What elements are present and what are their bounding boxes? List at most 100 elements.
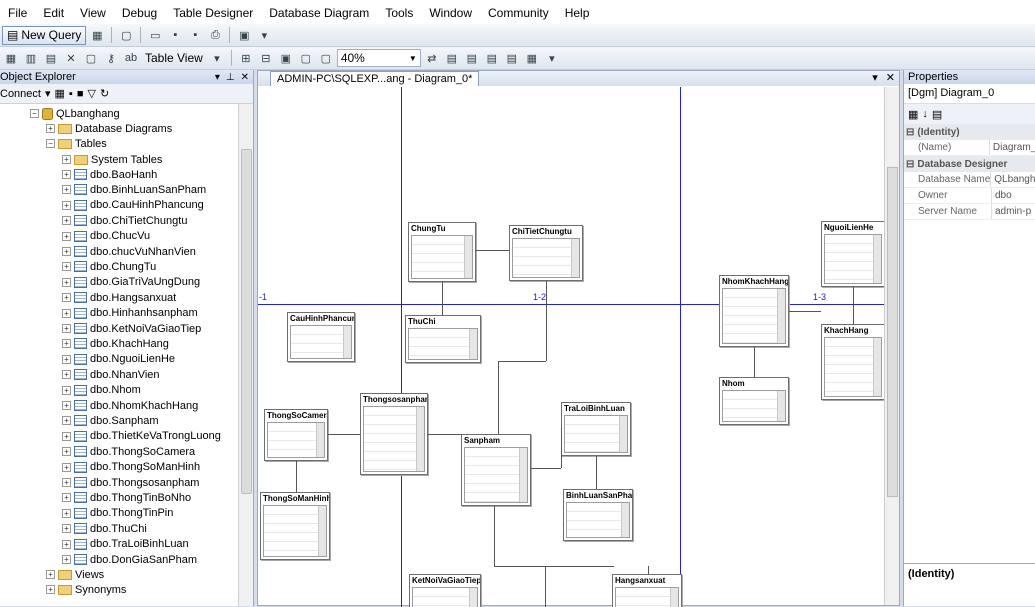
scrollbar[interactable] bbox=[670, 588, 678, 607]
open-folder-icon[interactable]: ▭ bbox=[150, 29, 161, 42]
tree-node-table[interactable]: +dbo.CauHinhPhancung bbox=[62, 198, 204, 213]
expand-icon[interactable]: + bbox=[46, 124, 55, 133]
tree-node-table[interactable]: +dbo.BaoHanh bbox=[62, 167, 157, 182]
diagram-table-columns[interactable] bbox=[615, 587, 679, 607]
property-row[interactable]: (Name)Diagram_ bbox=[904, 140, 1035, 156]
menu-tools[interactable]: Tools bbox=[385, 6, 414, 20]
tree-node-table[interactable]: +dbo.KhachHang bbox=[62, 336, 169, 351]
new-file-icon[interactable]: ▢ bbox=[121, 29, 132, 42]
scrollbar-thumb[interactable] bbox=[241, 149, 252, 494]
menu-window[interactable]: Window bbox=[429, 6, 473, 20]
property-category[interactable]: ⊟Database Designer bbox=[904, 156, 1035, 172]
tree-node-table[interactable]: +dbo.ThietKeVaTrongLuong bbox=[62, 429, 221, 444]
tree-node-table[interactable]: +dbo.DonGiaSanPham bbox=[62, 552, 197, 567]
expand-icon[interactable]: + bbox=[62, 262, 71, 272]
generate-script-icon[interactable]: ▦ bbox=[526, 52, 538, 65]
scrollbar-thumb[interactable] bbox=[887, 167, 898, 497]
tree-node-database-diagrams[interactable]: + Database Diagrams bbox=[46, 121, 172, 136]
diagram-table[interactable]: NhomKhachHang bbox=[719, 275, 789, 347]
expand-icon[interactable]: + bbox=[62, 508, 71, 518]
stop-icon[interactable]: ■ bbox=[76, 87, 84, 100]
expand-icon[interactable]: + bbox=[62, 216, 71, 226]
tree-node-views[interactable]: + Views bbox=[46, 567, 104, 582]
add-related-tables-icon[interactable]: ▤ bbox=[45, 52, 57, 65]
chevron-down-icon[interactable]: ▾ bbox=[44, 88, 51, 100]
diagram-table-columns[interactable] bbox=[411, 235, 473, 279]
print-icon[interactable]: ⎙ bbox=[210, 28, 220, 41]
disconnect-icon[interactable]: ▪ bbox=[68, 87, 73, 100]
toolbar-overflow-icon[interactable]: ▾ bbox=[261, 29, 268, 42]
recalculate-page-breaks-icon[interactable]: ▣ bbox=[280, 52, 292, 65]
diagram-table-columns[interactable] bbox=[363, 406, 425, 472]
new-query-button[interactable]: ▤New Query bbox=[2, 25, 87, 45]
pin-icon[interactable]: ⊥ bbox=[225, 71, 235, 83]
scrollbar[interactable] bbox=[621, 503, 629, 537]
diagram-table[interactable]: NguoiLienHe bbox=[821, 221, 884, 287]
diagram-table-columns[interactable] bbox=[564, 415, 628, 453]
menu-view[interactable]: View bbox=[80, 6, 106, 20]
expand-icon[interactable]: + bbox=[62, 277, 71, 287]
diagram-table[interactable]: BinhLuanSanPham bbox=[563, 489, 633, 541]
diagram-table-columns[interactable] bbox=[412, 587, 478, 607]
tree-node-table[interactable]: +dbo.Sanpham bbox=[62, 413, 159, 428]
relationship-line[interactable] bbox=[531, 468, 561, 469]
expand-icon[interactable]: + bbox=[62, 555, 71, 564]
scrollbar[interactable] bbox=[619, 416, 627, 452]
manage-check-constraints-icon[interactable]: ▤ bbox=[506, 52, 518, 65]
connect-button[interactable]: Connect bbox=[0, 87, 41, 100]
tree-node-table[interactable]: +dbo.Hinhanhsanpham bbox=[62, 306, 198, 321]
relationship-line[interactable] bbox=[498, 361, 546, 362]
primary-key-icon[interactable]: ⚷ bbox=[106, 52, 116, 65]
property-value[interactable]: QLbangh bbox=[994, 174, 1035, 185]
relationship-line[interactable] bbox=[648, 566, 649, 574]
expand-icon[interactable]: + bbox=[62, 324, 71, 333]
diagram-table[interactable]: ThuChi bbox=[405, 315, 481, 363]
diagram-table-columns[interactable] bbox=[824, 234, 882, 284]
categorized-icon[interactable]: ▦ bbox=[908, 108, 919, 121]
scrollbar[interactable] bbox=[343, 326, 351, 358]
diagram-table[interactable]: KetNoiVaGiaoTiep bbox=[409, 574, 481, 607]
arrange-tables-icon[interactable]: ⊞ bbox=[241, 52, 251, 65]
diagram-table[interactable]: ThongSoManHinh bbox=[260, 492, 330, 560]
relationship-line[interactable] bbox=[494, 506, 495, 566]
expand-icon[interactable]: + bbox=[62, 354, 71, 364]
relationship-line[interactable] bbox=[498, 361, 499, 434]
relationship-line[interactable] bbox=[596, 456, 597, 489]
relationships-icon[interactable]: ⇄ bbox=[427, 52, 437, 65]
diagram-table[interactable]: ChungTu bbox=[408, 222, 476, 282]
scrollbar[interactable] bbox=[464, 236, 472, 278]
tree-node-table[interactable]: +dbo.BinhLuanSanPham bbox=[62, 182, 206, 197]
tree-node-database[interactable]: − QLbanghang bbox=[30, 106, 120, 121]
expand-icon[interactable]: + bbox=[46, 570, 55, 579]
tree-node-table[interactable]: +dbo.KetNoiVaGiaoTiep bbox=[62, 321, 201, 336]
scrollbar[interactable] bbox=[519, 448, 527, 502]
chevron-down-icon[interactable]: ▾ bbox=[872, 72, 878, 84]
scrollbar[interactable] bbox=[873, 338, 881, 396]
expand-icon[interactable]: + bbox=[62, 401, 71, 410]
scrollbar[interactable] bbox=[777, 289, 785, 343]
expand-icon[interactable]: + bbox=[62, 493, 71, 503]
tree-node-table[interactable]: +dbo.ChucVu bbox=[62, 229, 150, 244]
diagram-table-columns[interactable] bbox=[290, 325, 352, 359]
property-category[interactable]: ⊟(Identity) bbox=[904, 124, 1035, 140]
diagram-table-columns[interactable] bbox=[824, 337, 882, 397]
property-pages-icon[interactable]: ▤ bbox=[931, 108, 943, 121]
tree-node-table[interactable]: +dbo.GiaTriVaUngDung bbox=[62, 275, 200, 290]
manage-fulltext-icon[interactable]: ▤ bbox=[466, 52, 478, 65]
scrollbar[interactable] bbox=[469, 329, 477, 359]
expand-icon[interactable]: + bbox=[62, 339, 71, 349]
tree-node-table[interactable]: +dbo.ThongSoCamera bbox=[62, 444, 195, 459]
alphabetical-icon[interactable]: ↓ bbox=[922, 108, 928, 120]
tree-node-table[interactable]: +dbo.ThongSoManHinh bbox=[62, 460, 200, 475]
relationship-line[interactable] bbox=[428, 434, 461, 435]
tree-node-table[interactable]: +dbo.TraLoiBinhLuan bbox=[62, 537, 189, 552]
collapse-icon[interactable]: ⊟ bbox=[906, 126, 915, 138]
scrollbar[interactable] bbox=[316, 423, 324, 457]
diagram-table[interactable]: KhachHang bbox=[821, 324, 884, 400]
close-icon[interactable]: ✕ bbox=[885, 72, 895, 84]
relationship-line[interactable] bbox=[442, 282, 443, 315]
diagram-table[interactable]: Nhom bbox=[719, 377, 789, 425]
relationship-line[interactable] bbox=[853, 287, 854, 324]
